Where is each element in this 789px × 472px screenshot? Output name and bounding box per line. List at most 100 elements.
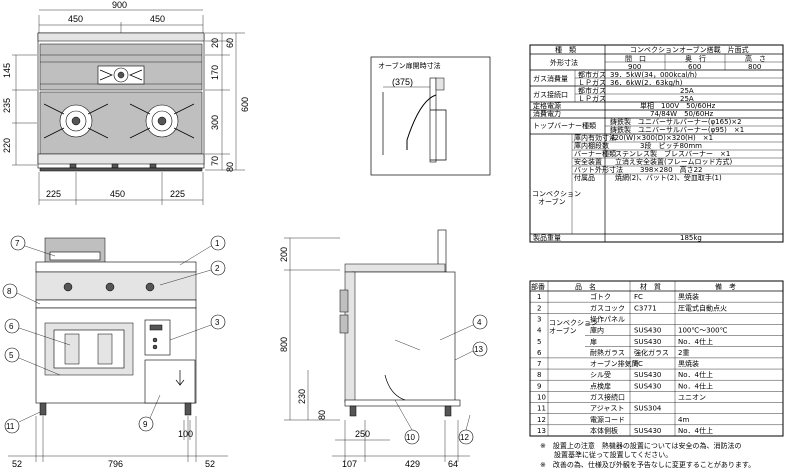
parts-cell: 7 bbox=[537, 360, 541, 368]
parts-cell: アジャスト bbox=[590, 405, 624, 413]
parts-cell: 12 bbox=[537, 416, 546, 424]
parts-cell: 11 bbox=[537, 405, 546, 413]
parts-cell: SUS430 bbox=[634, 427, 661, 435]
parts-cell: 2重 bbox=[678, 349, 689, 357]
svg-text:材 質: 材 質 bbox=[640, 282, 661, 291]
top-bottom-dim-left: 225 bbox=[46, 189, 61, 199]
door-detail-dim: (375) bbox=[392, 77, 413, 87]
svg-text:焼網(2)、バット(2)、受皿取手(1): 焼網(2)、バット(2)、受皿取手(1) bbox=[615, 173, 722, 182]
parts-cell: No．4仕上 bbox=[678, 370, 713, 379]
svg-text:トップバーナー種類: トップバーナー種類 bbox=[533, 121, 596, 130]
svg-text:品 名: 品 名 bbox=[575, 282, 596, 291]
svg-text:200: 200 bbox=[279, 247, 289, 262]
parts-cell: 4 bbox=[537, 327, 542, 335]
svg-text:※ 設置上の注意 熱機器の設置については安全の為、消防法の: ※ 設置上の注意 熱機器の設置については安全の為、消防法の bbox=[540, 441, 742, 450]
svg-text:80: 80 bbox=[317, 410, 327, 420]
svg-text:バット外形寸法: バット外形寸法 bbox=[574, 165, 623, 174]
svg-text:設置基準に従って設置してください。: 設置基準に従って設置してください。 bbox=[540, 450, 672, 459]
parts-cell: 5 bbox=[537, 338, 541, 346]
door-detail-title: オーブン扉開時寸法 bbox=[378, 61, 441, 70]
notes: ※ 設置上の注意 熱機器の設置については安全の為、消防法の 設置基準に従って設置… bbox=[540, 441, 755, 469]
svg-text:安全装置: 安全装置 bbox=[574, 157, 602, 166]
parts-cell: 13 bbox=[537, 427, 546, 435]
svg-text:庫内棚段数: 庫内棚段数 bbox=[574, 141, 609, 150]
parts-cell: ゴトク bbox=[590, 292, 611, 301]
parts-cell: ユニオン bbox=[678, 394, 706, 402]
svg-text:3段 ピッチ80mm: 3段 ピッチ80mm bbox=[640, 141, 702, 150]
parts-cell: シル受 bbox=[590, 370, 611, 379]
parts-cell: No．4仕上 bbox=[678, 337, 713, 346]
svg-text:消費電力: 消費電力 bbox=[533, 109, 561, 118]
svg-text:900: 900 bbox=[628, 63, 641, 71]
parts-group-label: オーブン bbox=[549, 326, 577, 335]
svg-text:11: 11 bbox=[6, 422, 15, 431]
svg-text:バーナー種類: バーナー種類 bbox=[574, 149, 616, 158]
svg-text:ガス消費量: ガス消費量 bbox=[533, 74, 568, 83]
svg-text:100: 100 bbox=[178, 429, 193, 439]
svg-text:250: 250 bbox=[355, 429, 370, 439]
svg-text:398×280 高さ22: 398×280 高さ22 bbox=[640, 165, 703, 174]
svg-text:52: 52 bbox=[12, 459, 22, 469]
spec-header-value: コンベクションオーブン搭載 片面式 bbox=[630, 45, 749, 54]
svg-text:都市ガス: 都市ガス bbox=[578, 86, 606, 95]
svg-text:25A: 25A bbox=[680, 87, 694, 95]
parts-cell: 4m bbox=[678, 416, 689, 424]
parts-cell: 黒焼装 bbox=[678, 359, 699, 368]
parts-cell: SUS430 bbox=[634, 327, 661, 335]
parts-cell: 10 bbox=[537, 394, 546, 402]
spec-table: 種 類 コンベクションオーブン搭載 片面式 外形寸法 間 口 奥 行 高 さ 9… bbox=[529, 44, 784, 243]
svg-text:39．5kW(34，000kcal/h): 39．5kW(34，000kcal/h) bbox=[610, 71, 697, 79]
parts-cell: FC bbox=[634, 360, 643, 368]
parts-cell: 電源コード bbox=[590, 415, 625, 424]
svg-text:9: 9 bbox=[143, 420, 148, 429]
svg-text:2: 2 bbox=[215, 264, 220, 273]
svg-text:8: 8 bbox=[7, 287, 12, 296]
svg-text:600: 600 bbox=[688, 63, 701, 71]
parts-cell: 本体側板 bbox=[590, 426, 618, 435]
top-left-dim-2: 235 bbox=[2, 98, 12, 113]
parts-cell: ガス接続口 bbox=[590, 393, 625, 402]
parts-cell: 圧電式自動点火 bbox=[678, 303, 727, 312]
parts-cell: 3 bbox=[537, 315, 541, 323]
parts-cell: 操作パネル bbox=[590, 314, 625, 323]
parts-group-label: コンベクション bbox=[549, 319, 598, 327]
parts-cell: 100℃〜300℃ bbox=[678, 327, 728, 335]
svg-text:ガス接続口: ガス接続口 bbox=[533, 90, 568, 99]
svg-text:4: 4 bbox=[477, 318, 482, 327]
parts-cell: 6 bbox=[537, 349, 542, 357]
svg-text:13: 13 bbox=[474, 345, 483, 354]
svg-text:36．6kW(2．63kg/h): 36．6kW(2．63kg/h) bbox=[610, 79, 683, 87]
svg-text:64: 64 bbox=[448, 459, 458, 469]
parts-cell: No．4仕上 bbox=[678, 426, 713, 435]
parts-cell: 耐熱ガラス bbox=[590, 348, 625, 357]
top-right-dim-60: 60 bbox=[225, 38, 235, 48]
parts-cell: 扉 bbox=[590, 337, 597, 346]
top-left-dim-1: 145 bbox=[2, 63, 12, 78]
svg-text:奥 行: 奥 行 bbox=[685, 54, 706, 63]
svg-text:間 口: 間 口 bbox=[625, 55, 646, 63]
side-view: 200 800 230 80 4 13 10 12 250 1 bbox=[279, 229, 488, 469]
svg-text:5: 5 bbox=[9, 351, 14, 360]
svg-text:52: 52 bbox=[205, 459, 215, 469]
svg-text:230: 230 bbox=[297, 389, 307, 404]
svg-text:7: 7 bbox=[15, 239, 20, 248]
top-right-dim-300: 300 bbox=[210, 115, 220, 130]
parts-cell: 庫内 bbox=[590, 326, 604, 335]
svg-text:ステンレス製 ブレスバーナー ×1: ステンレス製 ブレスバーナー ×1 bbox=[615, 149, 730, 158]
svg-text:※ 改善の為、仕様及び外観を予告なしに変更することがあります: ※ 改善の為、仕様及び外観を予告なしに変更することがあります。 bbox=[540, 460, 755, 469]
parts-cell: ガスコック bbox=[590, 303, 625, 312]
svg-text:備 考: 備 考 bbox=[715, 282, 736, 291]
spec-header-label: 種 類 bbox=[555, 45, 576, 54]
svg-text:コンベクション: コンベクション bbox=[532, 190, 581, 198]
parts-cell: 2 bbox=[537, 304, 541, 312]
top-right-dim-170: 170 bbox=[210, 65, 220, 80]
svg-text:185kg: 185kg bbox=[680, 234, 702, 242]
svg-text:都市ガス: 都市ガス bbox=[578, 70, 606, 79]
parts-cell: 8 bbox=[537, 371, 541, 379]
svg-text:107: 107 bbox=[342, 459, 357, 469]
svg-text:429: 429 bbox=[405, 459, 420, 469]
svg-text:74/84W 50/60Hz: 74/84W 50/60Hz bbox=[650, 110, 714, 118]
svg-text:ＬＰガス: ＬＰガス bbox=[578, 94, 606, 103]
top-right-dim-20: 20 bbox=[210, 38, 220, 48]
